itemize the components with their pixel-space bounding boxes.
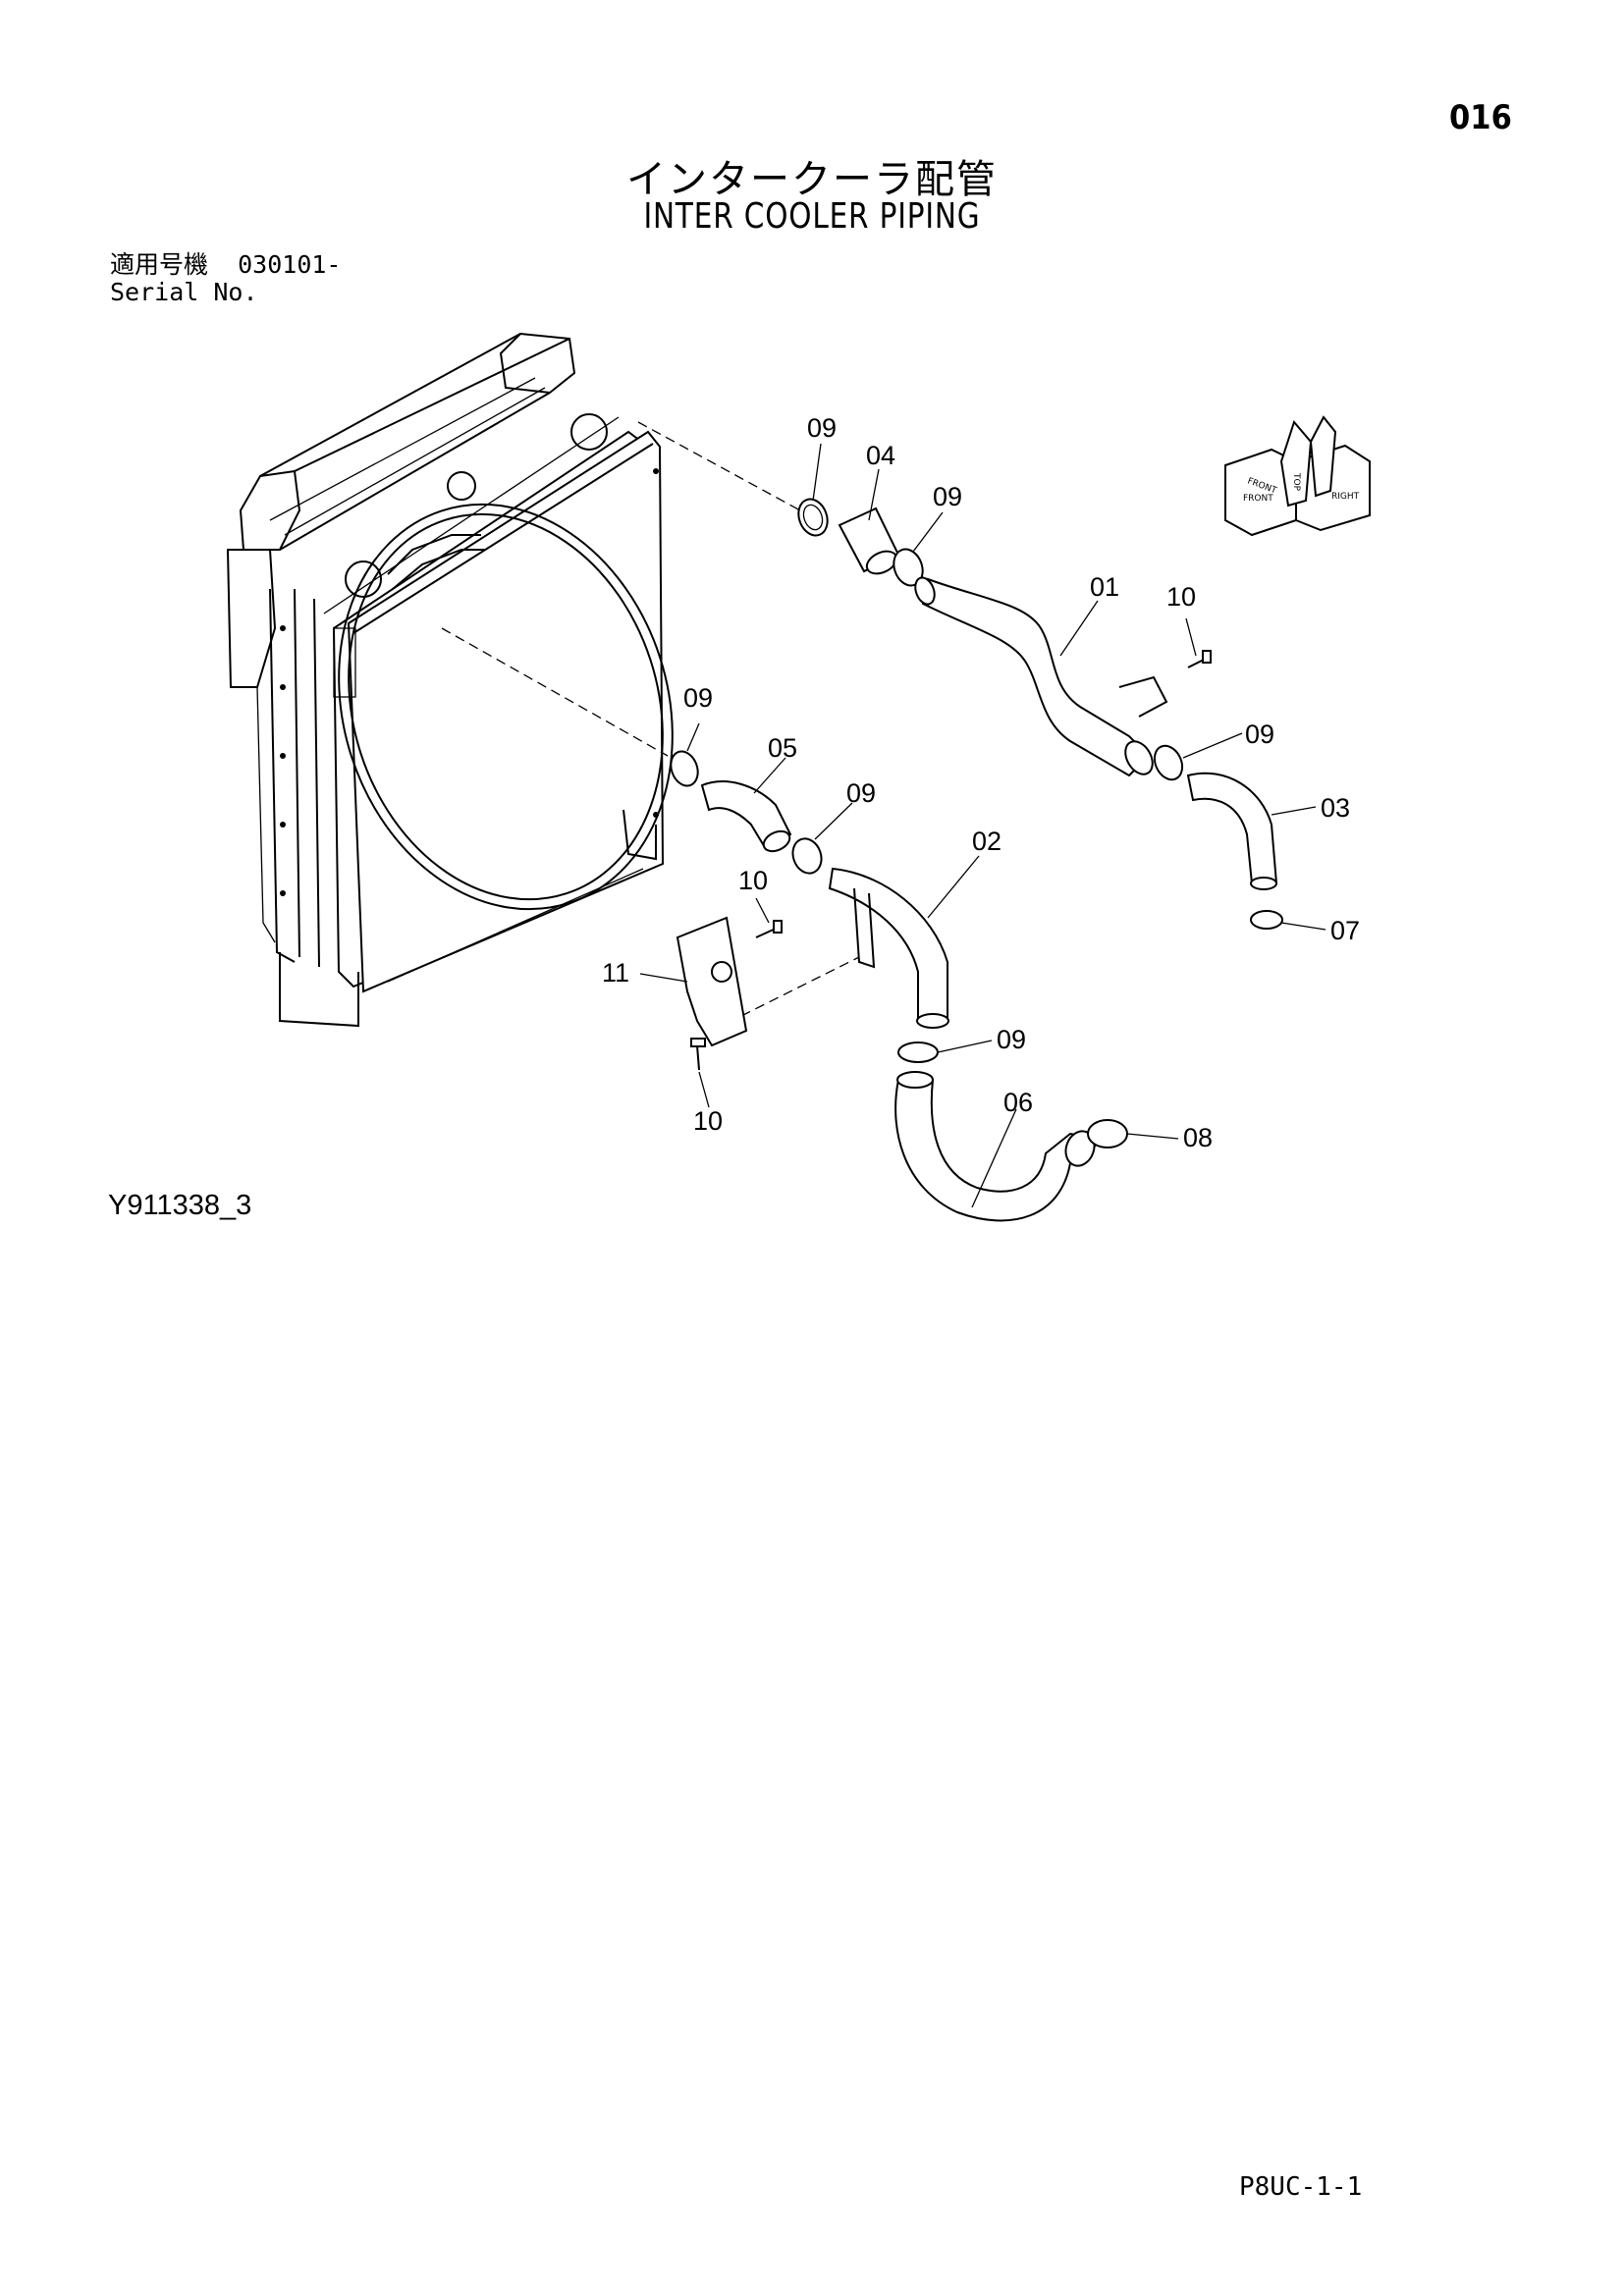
callout-09: 09	[1245, 720, 1274, 749]
callout-08: 08	[1183, 1123, 1213, 1152]
callout-09: 09	[807, 413, 837, 443]
page-title: INTER COOLER PIPING	[643, 196, 981, 237]
callout-04: 04	[866, 441, 895, 470]
clamp-upper-left	[797, 498, 829, 537]
callout-07: 07	[1330, 916, 1360, 945]
clamp-mid-right	[791, 837, 823, 875]
orientation-label-right: RIGHT	[1331, 492, 1360, 502]
callout-01: 01	[1090, 572, 1119, 602]
pipe-02	[828, 867, 949, 1029]
serial-block: 適用号機 030101- Serial No.	[110, 251, 341, 306]
bolt-10-upper	[1187, 650, 1212, 668]
callout-09: 09	[683, 683, 713, 713]
clamp-mid-left	[670, 750, 699, 787]
orientation-icon: FRONT RIGHT TOP FRONT	[1224, 415, 1371, 537]
pipe-01	[914, 576, 1168, 777]
callout-09: 09	[933, 482, 962, 511]
callout-10: 10	[1166, 582, 1196, 612]
callout-09: 09	[997, 1025, 1026, 1054]
hose-03	[1186, 772, 1278, 890]
callout-03: 03	[1321, 793, 1350, 823]
orientation-label-top: TOP	[1291, 472, 1301, 492]
callout-05: 05	[768, 733, 797, 763]
page-title-japanese: インタークーラ配管	[626, 157, 998, 202]
page-number: 016	[1449, 98, 1512, 137]
orientation-label-front: FRONT	[1243, 494, 1273, 504]
assembly-guide-lines	[441, 421, 860, 1017]
clamp-lower-09	[897, 1041, 939, 1063]
radiator-assembly	[226, 332, 674, 1028]
callout-09: 09	[846, 778, 876, 808]
clamp-07	[1250, 910, 1283, 930]
serial-value: 030101-	[238, 250, 342, 279]
footer-code: P8UC-1-1	[1239, 2172, 1363, 2202]
callout-06: 06	[1003, 1088, 1033, 1117]
bolt-10-mid	[755, 920, 783, 938]
bolt-10-low	[690, 1038, 706, 1071]
serial-label-jp: 適用号機	[110, 250, 209, 279]
callout-leaders	[639, 443, 1326, 1208]
callout-10: 10	[738, 866, 768, 895]
clamp-right-09	[1153, 744, 1184, 781]
callout-11: 11	[602, 958, 629, 988]
pipe-06	[894, 1071, 1102, 1222]
serial-label-en: Serial No.	[110, 278, 258, 306]
callout-labels: 09 04 09 01 10 09 03 07 09 05 09 02 10 1…	[602, 413, 1360, 1152]
bracket-11	[676, 916, 748, 1047]
clamp-08	[1087, 1119, 1128, 1148]
callout-02: 02	[972, 827, 1001, 856]
hose-05	[700, 780, 792, 853]
callout-10: 10	[693, 1106, 723, 1136]
drawing-id: Y911338_3	[108, 1190, 252, 1221]
